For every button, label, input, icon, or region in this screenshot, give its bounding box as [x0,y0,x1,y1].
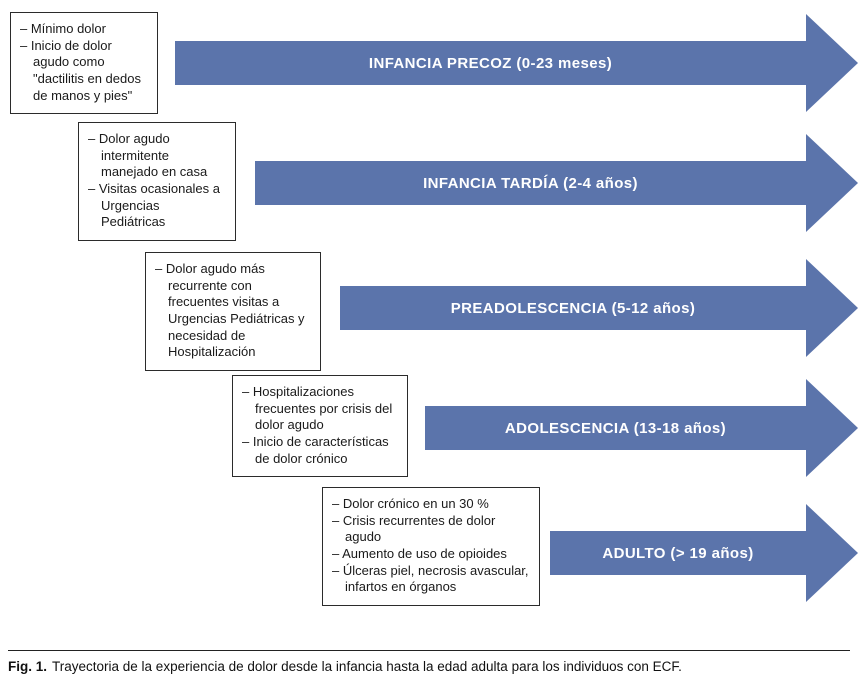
note-box-adolescencia: – Hospitalizaciones frecuentes por crisi… [232,375,408,478]
stage-arrow-adulto: ADULTO (> 19 años) [550,504,858,602]
arrow-head-icon [806,379,858,477]
note-item: – Dolor crónico en un 30 % [332,496,489,511]
arrow-body: INFANCIA TARDÍA (2-4 años) [255,161,806,205]
figure-caption: Fig. 1. Trayectoria de la experiencia de … [8,659,850,674]
stage-arrow-preadolescencia: PREADOLESCENCIA (5-12 años) [340,259,858,357]
arrow-body: ADULTO (> 19 años) [550,531,806,575]
arrow-head-icon [806,259,858,357]
note-item: – Hospitalizaciones frecuentes por crisi… [242,384,393,433]
stage-label: PREADOLESCENCIA (5-12 años) [450,299,696,317]
stage-arrow-infancia-precoz: INFANCIA PRECOZ (0-23 meses) [175,14,858,112]
caption-divider [8,650,850,651]
note-item: – Aumento de uso de opioides [332,545,507,561]
note-item: – Dolor agudo más recurrente con frecuen… [155,261,305,360]
arrow-head-icon [806,504,858,602]
note-item: – Crisis recurrentes de dolor agudo [332,512,496,545]
note-item: – Inicio de características de dolor cró… [242,433,389,466]
arrow-head-icon [806,134,858,232]
figure-caption-text: Trayectoria de la experiencia de dolor d… [52,659,682,674]
note-item: – Úlceras piel, necrosis avascular, infa… [332,562,529,595]
arrow-head-icon [806,14,858,112]
note-item: – Visitas ocasionales a Urgencias Pediát… [88,180,221,230]
stage-arrow-adolescencia: ADOLESCENCIA (13-18 años) [425,379,858,477]
note-box-preadolescencia: – Dolor agudo más recurrente con frecuen… [145,252,321,371]
stage-arrow-infancia-tardia: INFANCIA TARDÍA (2-4 años) [255,134,858,232]
figure-caption-label: Fig. 1. [8,659,48,674]
arrow-body: PREADOLESCENCIA (5-12 años) [340,286,806,330]
note-item: – Dolor agudo intermitente manejado en c… [88,131,208,180]
stage-label: INFANCIA PRECOZ (0-23 meses) [368,54,613,72]
note-box-infancia-tardia: – Dolor agudo intermitente manejado en c… [78,122,236,241]
note-item: – Inicio de dolor agudo como "dactilitis… [20,37,141,103]
stage-label: ADULTO (> 19 años) [602,544,754,562]
note-box-adulto: – Dolor crónico en un 30 % – Crisis recu… [322,487,540,606]
arrow-body: INFANCIA PRECOZ (0-23 meses) [175,41,806,85]
stage-label: ADOLESCENCIA (13-18 años) [504,419,727,437]
stage-label: INFANCIA TARDÍA (2-4 años) [423,174,638,192]
note-box-infancia-precoz: – Mínimo dolor – Inicio de dolor agudo c… [10,12,158,115]
note-item: – Mínimo dolor [20,21,106,36]
arrow-body: ADOLESCENCIA (13-18 años) [425,406,806,450]
